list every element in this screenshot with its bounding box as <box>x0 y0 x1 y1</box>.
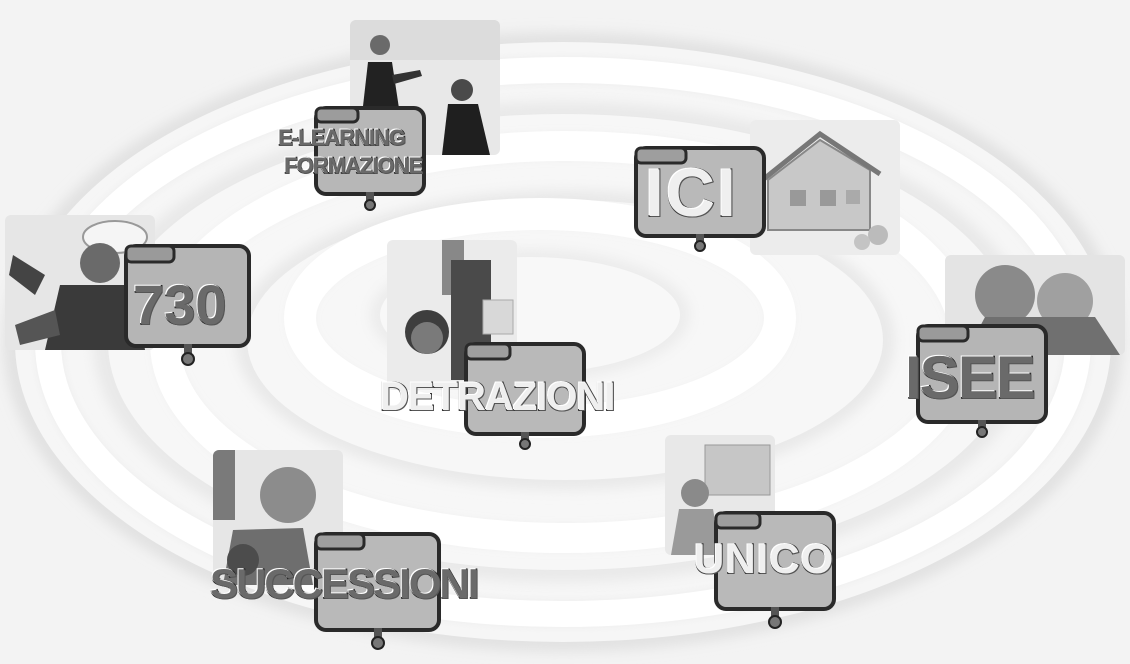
successioni-item[interactable]: SUCCESSIONI <box>205 450 535 655</box>
detrazioni-label: DETRAZIONI <box>379 374 616 420</box>
elearning-formazione-item[interactable]: E-LEARNING FORMAZIONE <box>270 20 510 220</box>
elearning-label: E-LEARNING <box>277 124 406 151</box>
isee-label: ISEE <box>904 343 1036 412</box>
formazione-label: FORMAZIONE <box>283 152 423 179</box>
house-model-photo <box>750 120 900 255</box>
folder-icon <box>460 338 590 453</box>
730-item[interactable]: 730 <box>5 210 255 370</box>
ici-label: ICI <box>644 154 738 232</box>
730-label: 730 <box>132 272 227 337</box>
folder-icon <box>912 320 1052 440</box>
folder-icon <box>630 142 770 252</box>
folder-icon <box>120 240 255 370</box>
folder-icon <box>310 528 445 653</box>
isee-item[interactable]: ISEE <box>900 255 1128 440</box>
folder-icon <box>310 102 430 212</box>
folder-icon <box>710 507 840 632</box>
unico-label: UNICO <box>693 534 835 583</box>
successioni-label: SUCCESSIONI <box>209 559 480 608</box>
unico-item[interactable]: UNICO <box>660 435 875 635</box>
detrazioni-item[interactable]: DETRAZIONI <box>375 240 675 455</box>
ici-item[interactable]: ICI <box>625 120 905 260</box>
